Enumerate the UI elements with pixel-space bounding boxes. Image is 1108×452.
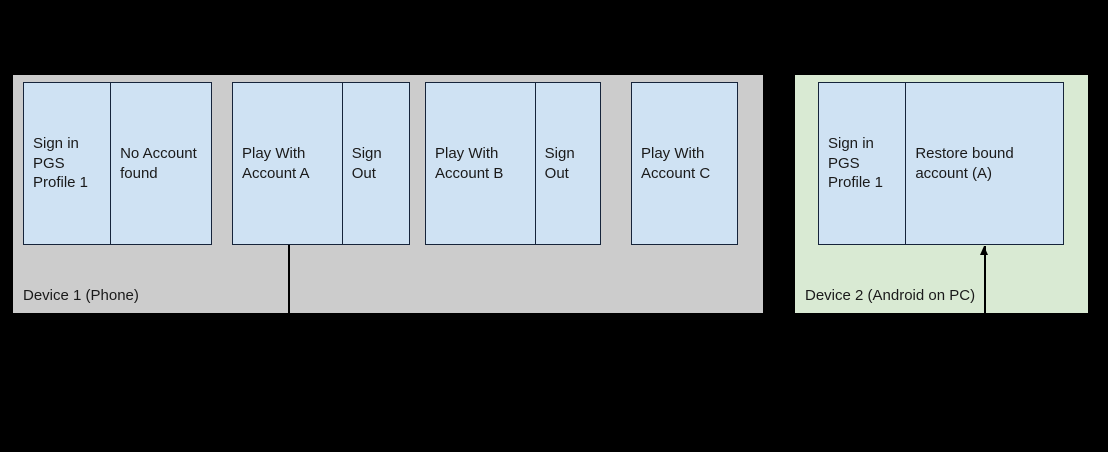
panel-device-1-label: Device 1 (Phone) [23,287,139,304]
group-sign-in-no-account: Sign in PGS Profile 1 No Account found [23,82,212,245]
box-no-account-found[interactable]: No Account found [110,83,211,244]
group-account-b: Play With Account B Sign Out [425,82,601,245]
connector-to-restore-bound-account-line [984,246,986,313]
group-restore-bound-account: Sign in PGS Profile 1 Restore bound acco… [818,82,1064,245]
connector-arrow-up-icon [980,246,988,255]
group-account-a: Play With Account A Sign Out [232,82,410,245]
box-play-with-account-c[interactable]: Play With Account C [641,144,711,182]
box-restore-bound-account-a[interactable]: Restore bound account (A) [905,83,1063,244]
box-sign-out-b[interactable]: Sign Out [534,83,600,244]
group-account-c: Play With Account C [631,82,738,245]
box-sign-in-pgs-profile-1-a[interactable]: Sign in PGS Profile 1 [33,134,89,192]
panel-device-2-label: Device 2 (Android on PC) [805,287,976,304]
box-sign-out-a[interactable]: Sign Out [341,83,409,244]
box-sign-in-pgs-profile-1-b[interactable]: Sign in PGS Profile 1 [828,134,884,192]
connector-from-account-a-line [288,245,290,313]
box-play-with-account-b[interactable]: Play With Account B [435,144,504,182]
box-play-with-account-a[interactable]: Play With Account A [242,144,310,182]
